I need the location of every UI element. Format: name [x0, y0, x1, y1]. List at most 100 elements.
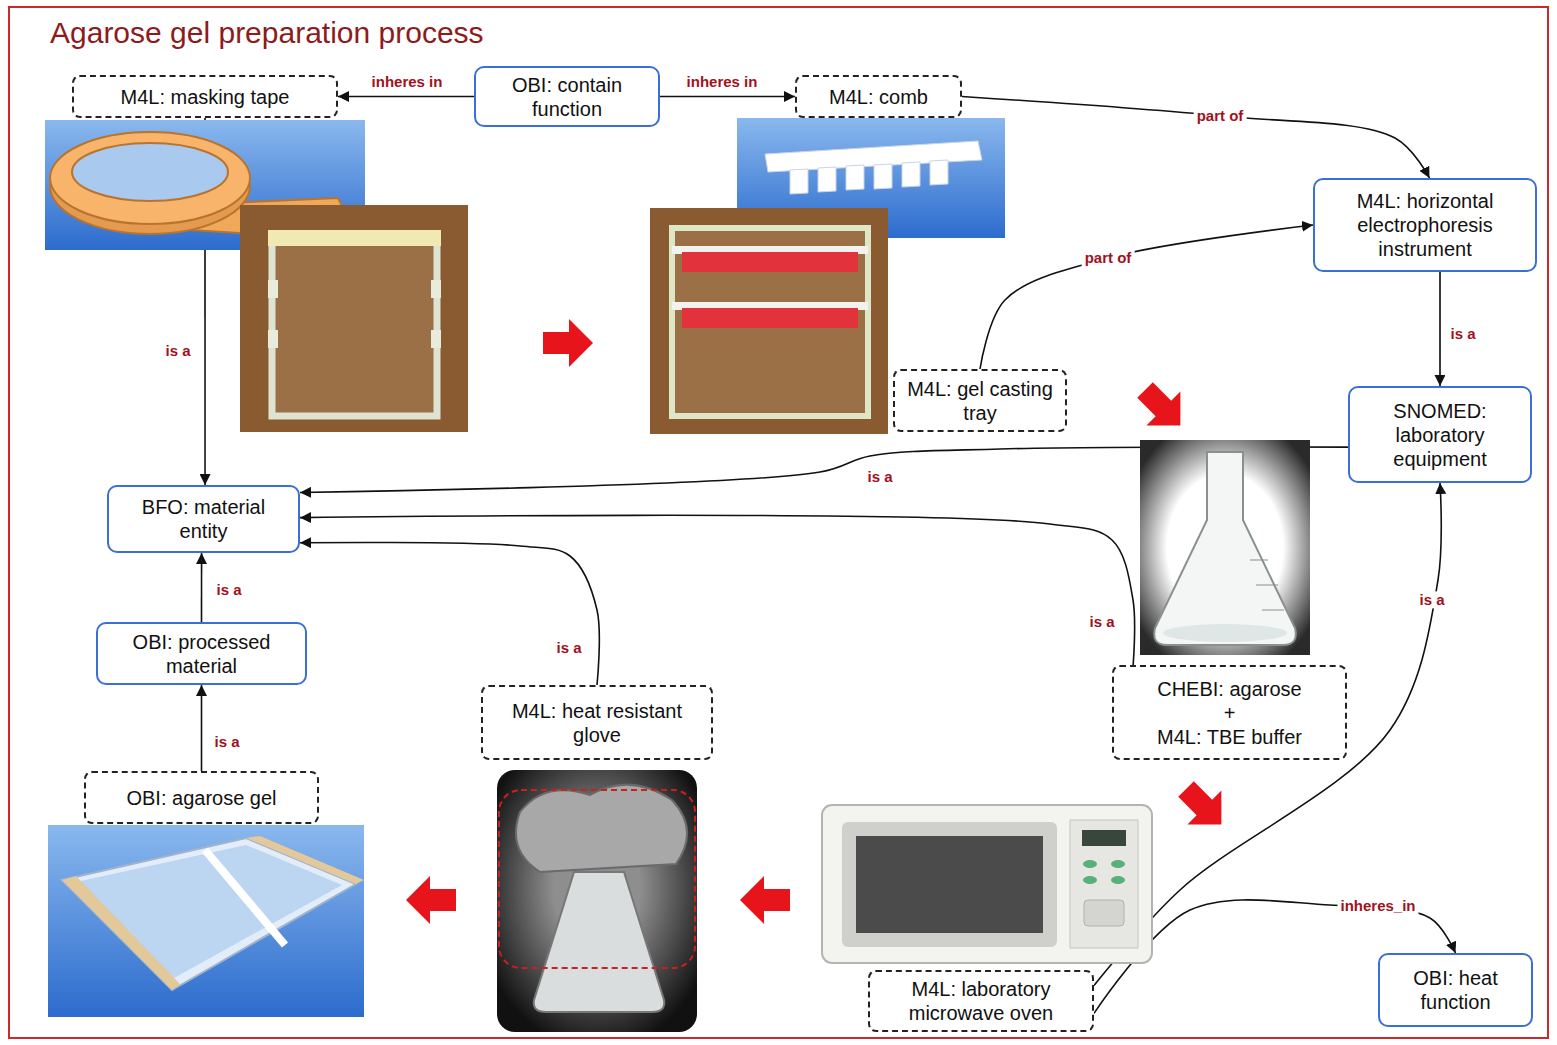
process-arrow — [1169, 772, 1238, 841]
node-label: M4L: horizontal electrophoresis instrume… — [1323, 189, 1527, 261]
relation-label: is a — [1086, 613, 1117, 630]
glove-flask-picture-part — [499, 790, 695, 968]
taped-frame-photo-part — [268, 280, 278, 298]
relation-label: is a — [553, 639, 584, 656]
relation-label: is a — [1447, 325, 1478, 342]
node-label: + — [1224, 701, 1236, 725]
node-label: M4L: heat resistant glove — [491, 699, 703, 747]
casting-tray-photo-part — [682, 308, 858, 328]
agarose-gel-tray-picture-part — [48, 825, 364, 1017]
agarose-gel-tray-picture-part — [76, 845, 342, 978]
ontology-box: BFO: material entity — [107, 485, 300, 553]
microwave-picture-part — [1111, 860, 1125, 868]
node-label: SNOMED: laboratory equipment — [1358, 399, 1522, 471]
taped-frame-photo — [240, 205, 468, 432]
node-label: OBI: processed material — [106, 630, 297, 678]
process-arrow — [543, 319, 593, 367]
relation-label: is a — [1416, 591, 1447, 608]
process-arrow-part — [406, 876, 456, 924]
flask-picture-part — [1262, 610, 1284, 611]
relation-label: inheres_in — [1337, 897, 1418, 914]
microwave-picture-part — [1083, 860, 1097, 868]
process-arrow-part — [740, 876, 790, 924]
class-box: M4L: heat resistant glove — [481, 685, 713, 760]
flask-picture — [1140, 440, 1310, 655]
agarose-gel-tray-picture-part — [62, 876, 180, 990]
relation-label: is a — [213, 581, 244, 598]
microwave-picture-part — [1111, 876, 1125, 884]
microwave-picture-part — [822, 805, 1152, 963]
taped-frame-photo-part — [268, 330, 278, 348]
node-label: OBI: agarose gel — [126, 786, 276, 810]
relation-label: inheres in — [369, 73, 446, 90]
class-box: CHEBI: agarose+M4L: TBE buffer — [1112, 665, 1347, 760]
agarose-gel-tray-picture-part — [246, 836, 364, 884]
relation-arrow — [300, 542, 599, 685]
node-label: M4L: masking tape — [121, 85, 290, 109]
relation-arrow — [1439, 272, 1441, 386]
process-arrow-part — [543, 319, 593, 367]
microwave-picture-part — [1082, 830, 1126, 846]
class-box: M4L: comb — [795, 75, 962, 118]
ontology-box: OBI: processed material — [96, 622, 307, 685]
microwave-picture-part — [1083, 876, 1097, 884]
relation-arrow — [660, 96, 795, 98]
glove-flask-picture-part — [497, 770, 697, 1032]
flask-picture-part — [1250, 560, 1268, 561]
masking-tape-picture-part — [72, 143, 228, 201]
agarose-gel-tray-picture — [48, 825, 364, 1017]
taped-frame-photo-part — [431, 330, 441, 348]
ontology-box: M4L: horizontal electrophoresis instrume… — [1313, 178, 1537, 272]
class-box: M4L: laboratory microwave oven — [868, 970, 1094, 1032]
comb-picture-part — [874, 164, 892, 189]
relation-arrow — [201, 685, 203, 771]
masking-tape-picture-part — [50, 132, 250, 224]
process-arrow-part — [1169, 772, 1238, 841]
comb-picture-part — [902, 162, 920, 187]
process-arrow — [406, 876, 456, 924]
ontology-box: SNOMED: laboratory equipment — [1348, 386, 1532, 483]
node-label: BFO: material entity — [117, 495, 290, 543]
node-label: M4L: comb — [829, 85, 928, 109]
microwave-picture-part — [842, 822, 1057, 947]
node-label: M4L: TBE buffer — [1157, 725, 1302, 749]
class-box: OBI: agarose gel — [84, 771, 319, 824]
relation-label: part of — [1082, 249, 1135, 266]
casting-tray-photo — [650, 208, 888, 434]
flask-picture-part — [1154, 452, 1296, 645]
node-label: CHEBI: agarose — [1157, 677, 1302, 701]
process-arrow — [740, 876, 790, 924]
relation-arrow — [962, 97, 1429, 179]
relation-label: is a — [211, 733, 242, 750]
glove-flask-picture — [497, 770, 697, 1032]
microwave-picture-part — [1084, 900, 1124, 926]
comb-picture-part — [930, 160, 948, 185]
taped-frame-photo-part — [240, 205, 468, 432]
diagram-title: Agarose gel preparation process — [50, 16, 484, 49]
comb-picture-part — [846, 165, 864, 190]
frame-border — [9, 7, 1548, 1038]
class-box: M4L: masking tape — [72, 75, 338, 118]
relation-arrow — [338, 96, 474, 98]
relation-label: is a — [162, 342, 193, 359]
microwave-picture-part — [1070, 820, 1138, 948]
flask-picture-part — [1163, 624, 1287, 642]
taped-frame-photo-part — [272, 238, 437, 416]
node-label: M4L: laboratory microwave oven — [878, 977, 1084, 1025]
relation-arrow — [980, 225, 1313, 369]
casting-tray-photo-part — [682, 252, 858, 272]
ontology-box: OBI: heat function — [1378, 953, 1533, 1027]
glove-flask-picture-part — [534, 872, 665, 1012]
microwave-picture — [822, 805, 1152, 963]
casting-tray-photo-part — [650, 208, 888, 434]
process-arrow — [1128, 373, 1197, 442]
node-label: M4L: gel casting tray — [903, 377, 1057, 425]
class-box: M4L: gel casting tray — [893, 369, 1067, 432]
relation-label: part of — [1194, 107, 1247, 124]
node-label: OBI: heat function — [1388, 966, 1523, 1014]
microwave-picture-part — [856, 836, 1043, 933]
comb-picture-part — [790, 169, 808, 194]
glove-flask-picture-part — [516, 785, 687, 872]
process-arrow-part — [1128, 373, 1197, 442]
